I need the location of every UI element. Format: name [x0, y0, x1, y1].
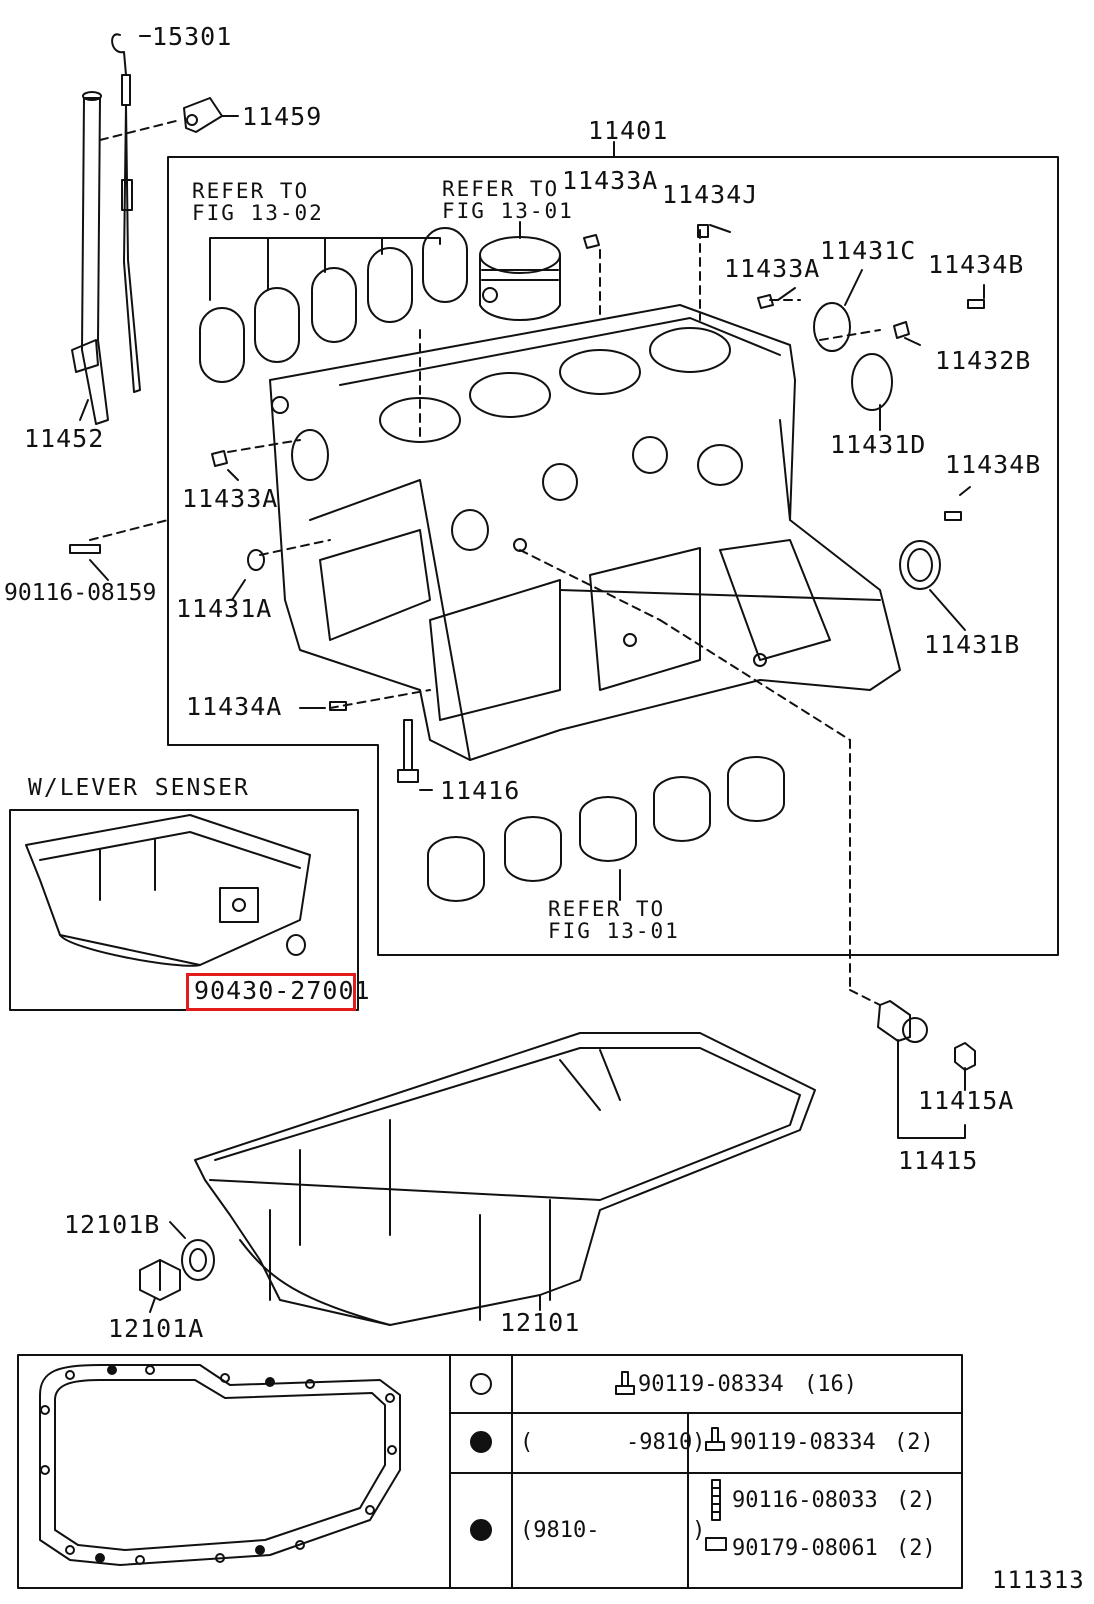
note-refer-fig-13-01-top: REFER TO FIG 13-01	[442, 177, 574, 224]
pin-11434B-top	[967, 299, 985, 309]
part-label-11433A-top[interactable]: 11433A	[562, 166, 659, 195]
drain-gasket-12101B	[181, 1239, 215, 1281]
part-label-11433A-mid[interactable]: 11433A	[724, 254, 821, 283]
part-label-12101[interactable]: 12101	[500, 1308, 581, 1337]
plug-11433A-top	[583, 234, 600, 249]
legend-row2-bolt[interactable]: 90119-08334	[730, 1430, 876, 1455]
plug-11433A-mid	[757, 294, 774, 309]
part-label-11416[interactable]: 11416	[440, 776, 521, 805]
seal-11431B	[899, 540, 941, 590]
dipstick	[111, 33, 141, 393]
note-refer-fig-13-01-bottom: REFER TO FIG 13-01	[548, 897, 680, 944]
bolt-icon	[615, 1371, 635, 1395]
block-outline-frame	[167, 156, 1059, 956]
part-label-12101A[interactable]: 12101A	[108, 1314, 205, 1343]
legend-row3-stud[interactable]: 90116-08033	[732, 1488, 878, 1513]
lever-sensor-oil-pan	[25, 814, 311, 967]
expansion-plug-11431C	[813, 302, 851, 352]
part-label-11434B-top[interactable]: 11434B	[928, 250, 1025, 279]
part-label-15301[interactable]: 15301	[152, 22, 233, 51]
note-refer-fig-13-02: REFER TO FIG 13-02	[192, 179, 324, 226]
part-label-11401[interactable]: 11401	[588, 116, 669, 145]
bolt-icon	[705, 1427, 725, 1451]
legend-table-frame	[17, 1354, 963, 1589]
drain-plug-12101A	[139, 1259, 181, 1301]
legend-open-circle	[470, 1373, 492, 1395]
plug-11433A-left	[211, 450, 228, 467]
part-label-11452[interactable]: 11452	[24, 424, 105, 453]
note-lever-sensor: W/LEVER SENSER	[28, 775, 250, 801]
part-label-90116-08159[interactable]: 90116-08159	[4, 580, 157, 606]
part-label-11434A[interactable]: 11434A	[186, 692, 283, 721]
legend-row3-nut[interactable]: 90179-08061	[732, 1536, 878, 1561]
part-label-11415[interactable]: 11415	[898, 1146, 979, 1175]
oil-pressure-switch-11415	[877, 1000, 976, 1071]
crank-bearing-shells	[199, 227, 468, 383]
part-label-11415A[interactable]: 11415A	[918, 1086, 1015, 1115]
part-label-11431C[interactable]: 11431C	[820, 236, 917, 265]
conrod-bearing-shells	[427, 756, 785, 902]
legend-row2-range: ( -9810)	[520, 1430, 706, 1455]
legend-row1-qty: (16)	[804, 1372, 857, 1397]
main-bearing-bolt-11416	[397, 719, 419, 783]
plug-11431A	[247, 549, 265, 571]
stud-icon	[711, 1479, 721, 1521]
part-label-90430-27001[interactable]: 90430-27001	[194, 976, 371, 1005]
legend-row3-range: (9810- )	[520, 1518, 706, 1543]
part-label-11434J[interactable]: 11434J	[662, 180, 759, 209]
stud-90116-08159	[69, 544, 101, 554]
part-label-11459[interactable]: 11459	[242, 102, 323, 131]
legend-filled-circle-1	[470, 1431, 492, 1453]
part-label-11431D[interactable]: 11431D	[830, 430, 927, 459]
part-label-11434B-mid[interactable]: 11434B	[945, 450, 1042, 479]
figure-number: 111313	[992, 1566, 1085, 1594]
piston	[479, 236, 561, 321]
clamp-11459	[183, 97, 223, 133]
plug-11432B	[893, 321, 910, 339]
dipstick-guide-tube	[71, 91, 109, 425]
oil-pan-gasket-outline	[39, 1364, 401, 1566]
legend-row2-qty: (2)	[894, 1430, 934, 1455]
legend-row1-bolt[interactable]: 90119-08334	[638, 1372, 784, 1397]
part-label-12101B[interactable]: 12101B	[64, 1210, 161, 1239]
part-label-11431B[interactable]: 11431B	[924, 630, 1021, 659]
nut-icon	[705, 1537, 727, 1551]
oil-pan-12101	[194, 1032, 816, 1326]
expansion-plug-11431D	[851, 353, 893, 411]
part-label-11432B[interactable]: 11432B	[935, 346, 1032, 375]
drain-plug-gasket-90430-27001	[286, 934, 306, 956]
legend-row3-nut-qty: (2)	[896, 1536, 936, 1561]
pin-11434B-mid	[944, 511, 962, 521]
part-label-11433A-left[interactable]: 11433A	[182, 484, 279, 513]
cylinder-block	[269, 304, 901, 761]
highlight-box	[186, 973, 356, 1011]
legend-row3-stud-qty: (2)	[896, 1488, 936, 1513]
part-label-11431A[interactable]: 11431A	[176, 594, 273, 623]
pin-11434A	[329, 701, 347, 711]
lever-sensor-frame	[9, 809, 359, 1011]
legend-filled-circle-2	[470, 1519, 492, 1541]
pin-11434J	[697, 224, 709, 238]
